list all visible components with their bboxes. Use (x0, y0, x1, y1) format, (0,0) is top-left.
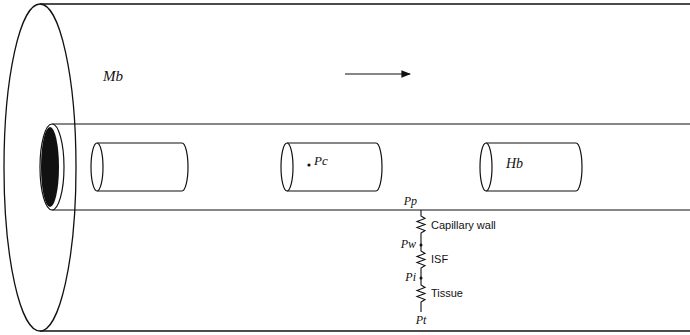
pressure-label: Pt (416, 314, 427, 327)
capillary-lumen (41, 127, 59, 207)
cell-edge (287, 190, 376, 191)
region-label: Hb (506, 156, 523, 171)
fiber-end-face (4, 4, 76, 331)
cell-end (376, 143, 382, 191)
node-dot (420, 277, 423, 280)
cell-edge (486, 142, 576, 143)
cell-end (182, 143, 188, 191)
red-cell (281, 143, 382, 191)
cell-face (480, 143, 492, 191)
resistance-label: Tissue (431, 287, 463, 299)
capillary-bottom-edge (52, 209, 690, 210)
cell-edge (287, 142, 376, 143)
cell-edge (486, 190, 576, 191)
fiber-bottom-edge (40, 330, 690, 331)
cell-face (91, 143, 103, 191)
capillary-top-edge (52, 123, 690, 124)
resistor-chain (417, 210, 425, 312)
pressure-label: Pc (314, 154, 328, 168)
cell-end (576, 143, 582, 191)
region-label: Mb (103, 68, 123, 85)
pressure-label: Pi (405, 271, 416, 284)
red-cell (91, 143, 188, 191)
cell-face (281, 143, 293, 191)
cell-edge (97, 142, 182, 143)
flow-arrow (345, 73, 410, 74)
pressure-label: Pp (404, 195, 417, 208)
capillary-end-face (40, 124, 64, 210)
fiber-top-edge (40, 3, 690, 4)
node-dot (420, 244, 423, 247)
resistance-label: ISF (431, 253, 448, 265)
pressure-label: Pw (401, 238, 416, 251)
resistance-label: Capillary wall (431, 219, 496, 231)
cell-edge (97, 190, 182, 191)
red-cell (480, 143, 582, 191)
point-dot (307, 163, 310, 166)
